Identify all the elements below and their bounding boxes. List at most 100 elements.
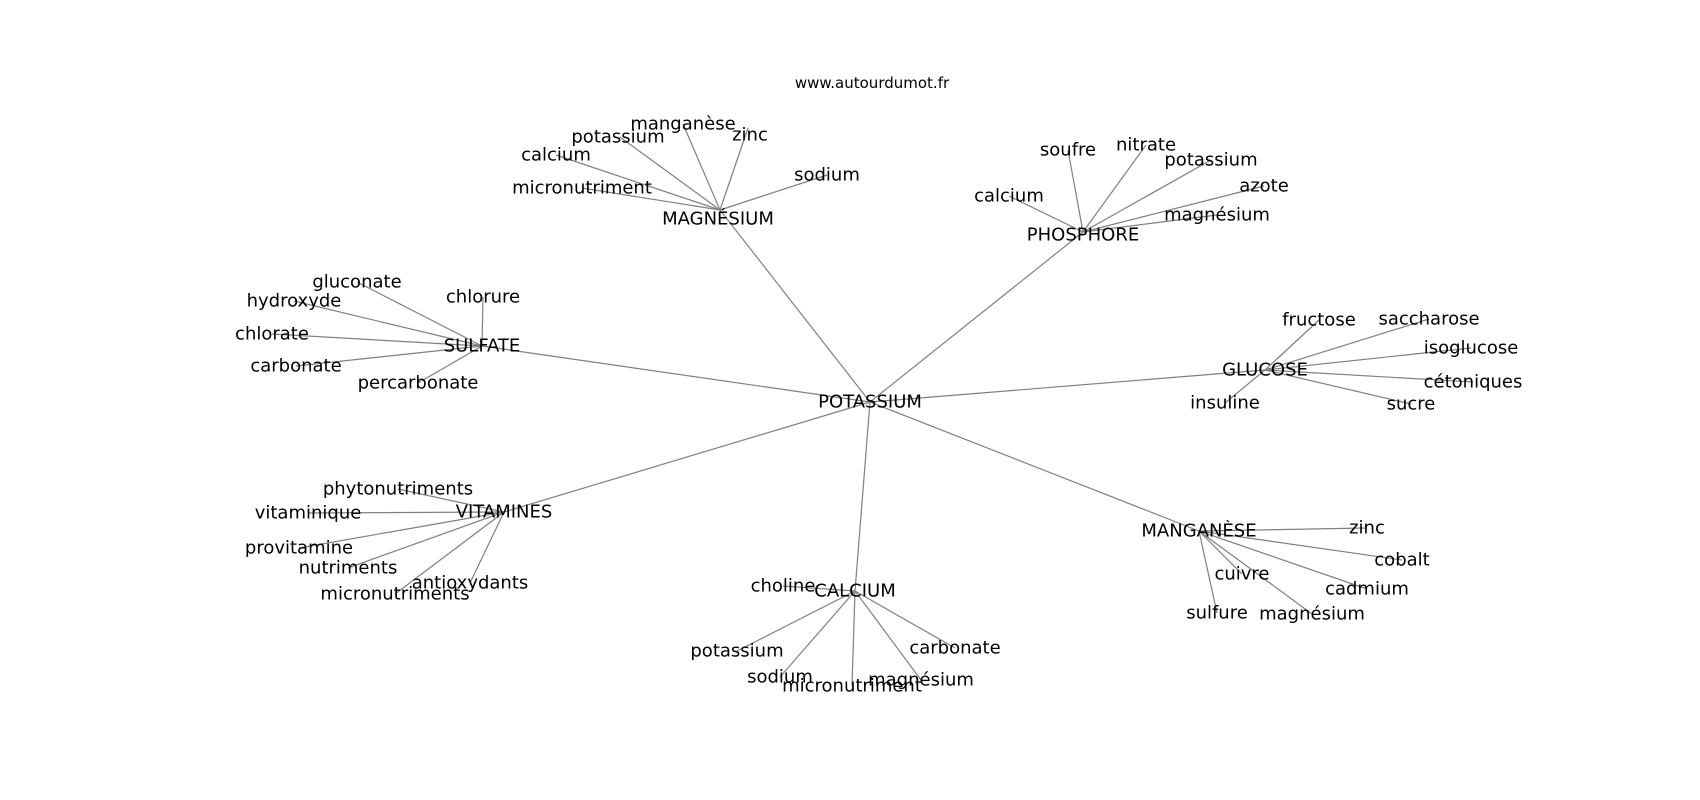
edge-sulfate-hydroxyde: [293, 300, 483, 347]
node-leaf-manganese-magnesium: magnésium: [1259, 604, 1365, 625]
node-leaf-phosphore-magnesium: magnésium: [1164, 205, 1270, 226]
node-leaf-calcium-sodium: sodium: [747, 667, 813, 688]
label-layer: POTASSIUMMAGNÉSIUMmicronutrimentcalciump…: [235, 114, 1522, 697]
edge-vitamines-provitamine: [298, 511, 505, 549]
edge-center-magnesium: [719, 209, 871, 403]
edge-phosphore-calcium: [1008, 195, 1084, 233]
node-hub-glucose: GLUCOSE: [1222, 360, 1308, 381]
edge-calcium-magnesium: [854, 590, 922, 681]
node-leaf-magnesium-potassium: potassium: [571, 127, 664, 148]
node-leaf-vitamines-micronutriments: micronutriments: [320, 584, 469, 605]
edge-manganese-sulfure: [1198, 530, 1218, 614]
node-hub-vitamines: VITAMINES: [456, 502, 553, 523]
edge-glucose-sucre: [1264, 369, 1412, 405]
edge-center-glucose: [869, 369, 1266, 403]
node-center: POTASSIUM: [818, 392, 922, 413]
node-leaf-glucose-isoglucose: isoglucose: [1424, 338, 1519, 359]
node-leaf-calcium-carbonate: carbonate: [909, 638, 1000, 659]
node-leaf-manganese-cuivre: cuivre: [1214, 564, 1269, 585]
edge-manganese-cadmium: [1198, 530, 1368, 590]
node-leaf-glucose-insuline: insuline: [1190, 393, 1260, 414]
edge-vitamines-nutriments: [347, 511, 505, 569]
edge-sulfate-chlorate: [271, 333, 483, 347]
node-leaf-calcium-magnesium: magnésium: [868, 670, 974, 691]
edge-manganese-cobalt: [1198, 530, 1403, 561]
node-leaf-glucose-sucre: sucre: [1387, 394, 1436, 415]
node-leaf-vitamines-phytonutriments: phytonutriments: [323, 479, 473, 500]
edge-glucose-saccharose: [1264, 318, 1430, 371]
edge-glucose-insuline: [1224, 369, 1266, 404]
node-leaf-sulfate-percarbonate: percarbonate: [358, 373, 479, 394]
node-leaf-magnesium-sodium: sodium: [794, 165, 860, 186]
node-hub-calcium: CALCIUM: [814, 581, 896, 602]
edge-calcium-carbonate: [854, 590, 956, 649]
node-leaf-magnesium-micronutriment: micronutriment: [512, 178, 652, 199]
edge-magnesium-zinc: [719, 127, 749, 211]
node-hub-manganese: MANGANÈSE: [1141, 520, 1256, 542]
node-leaf-calcium-potassium: potassium: [690, 641, 783, 662]
edge-manganese-magnesium: [1198, 530, 1313, 615]
edge-sulfate-carbonate: [295, 345, 483, 367]
edge-center-calcium: [854, 401, 871, 592]
node-hub-magnesium: MAGNÉSIUM: [662, 208, 774, 230]
edge-layer: [271, 123, 1474, 687]
node-leaf-glucose-cetoniques: cétoniques: [1424, 372, 1523, 393]
edge-sulfate-gluconate: [356, 281, 483, 347]
node-leaf-phosphore-calcium: calcium: [974, 186, 1044, 207]
node-leaf-sulfate-hydroxyde: hydroxyde: [247, 291, 342, 312]
node-leaf-sulfate-chlorate: chlorate: [235, 324, 309, 345]
edge-phosphore-nitrate: [1082, 144, 1147, 233]
edge-magnesium-potassium: [619, 136, 721, 211]
edge-center-vitamines: [503, 401, 871, 513]
node-hub-phosphore: PHOSPHORE: [1027, 225, 1139, 246]
node-leaf-calcium-micronutriment: micronutriment: [782, 676, 922, 697]
edge-calcium-sodium: [779, 590, 856, 678]
node-leaf-sulfate-chlorure: chlorure: [446, 287, 520, 308]
node-leaf-vitamines-antioxydants: antioxydants: [412, 573, 529, 594]
node-leaf-sulfate-gluconate: gluconate: [312, 272, 401, 293]
edge-center-sulfate: [481, 345, 871, 403]
edge-magnesium-sodium: [719, 174, 828, 211]
node-hub-sulfate: SULFATE: [444, 336, 521, 357]
node-leaf-vitamines-nutriments: nutriments: [299, 558, 398, 579]
node-leaf-sulfate-carbonate: carbonate: [250, 356, 341, 377]
node-leaf-glucose-fructose: fructose: [1282, 310, 1356, 331]
node-leaf-manganese-zinc: zinc: [1349, 518, 1385, 539]
edge-center-phosphore: [869, 231, 1084, 403]
edge-vitamines-antioxydants: [469, 511, 505, 584]
edge-phosphore-azote: [1082, 185, 1265, 233]
node-leaf-calcium-choline: choline: [751, 576, 816, 597]
edge-sulfate-percarbonate: [417, 345, 483, 384]
edge-vitamines-phytonutriments: [397, 488, 505, 513]
node-leaf-magnesium-calcium: calcium: [521, 145, 591, 166]
edge-sulfate-chlorure: [481, 296, 484, 347]
node-leaf-magnesium-manganese: manganèse: [630, 114, 735, 135]
edge-glucose-fructose: [1264, 319, 1320, 371]
source-watermark[interactable]: www.autourdumot.fr: [795, 74, 950, 92]
edge-phosphore-soufre: [1067, 149, 1084, 233]
edge-vitamines-micronutriments: [394, 511, 505, 595]
edge-phosphore-magnesium: [1082, 214, 1218, 233]
node-leaf-phosphore-nitrate: nitrate: [1116, 135, 1176, 156]
edge-glucose-cetoniques: [1264, 369, 1474, 383]
edge-calcium-choline: [782, 585, 856, 592]
edge-glucose-isoglucose: [1264, 347, 1472, 371]
edge-manganese-cuivre: [1198, 530, 1243, 575]
edge-phosphore-potassium: [1082, 159, 1212, 233]
node-leaf-glucose-saccharose: saccharose: [1378, 309, 1479, 330]
node-leaf-vitamines-vitaminique: vitaminique: [255, 503, 362, 524]
node-leaf-manganese-cadmium: cadmium: [1325, 579, 1409, 600]
edge-magnesium-calcium: [555, 154, 721, 211]
node-leaf-manganese-sulfure: sulfure: [1186, 603, 1248, 624]
edge-magnesium-manganese: [682, 123, 721, 211]
edge-center-manganese: [869, 401, 1200, 532]
edge-magnesium-micronutriment: [581, 187, 721, 211]
edge-manganese-zinc: [1198, 527, 1368, 532]
edge-calcium-micronutriment: [851, 590, 856, 687]
node-leaf-magnesium-zinc: zinc: [732, 125, 768, 146]
node-leaf-phosphore-potassium: potassium: [1164, 150, 1257, 171]
node-leaf-manganese-cobalt: cobalt: [1374, 550, 1429, 571]
node-leaf-phosphore-azote: azote: [1239, 176, 1289, 197]
node-leaf-phosphore-soufre: soufre: [1040, 140, 1096, 161]
